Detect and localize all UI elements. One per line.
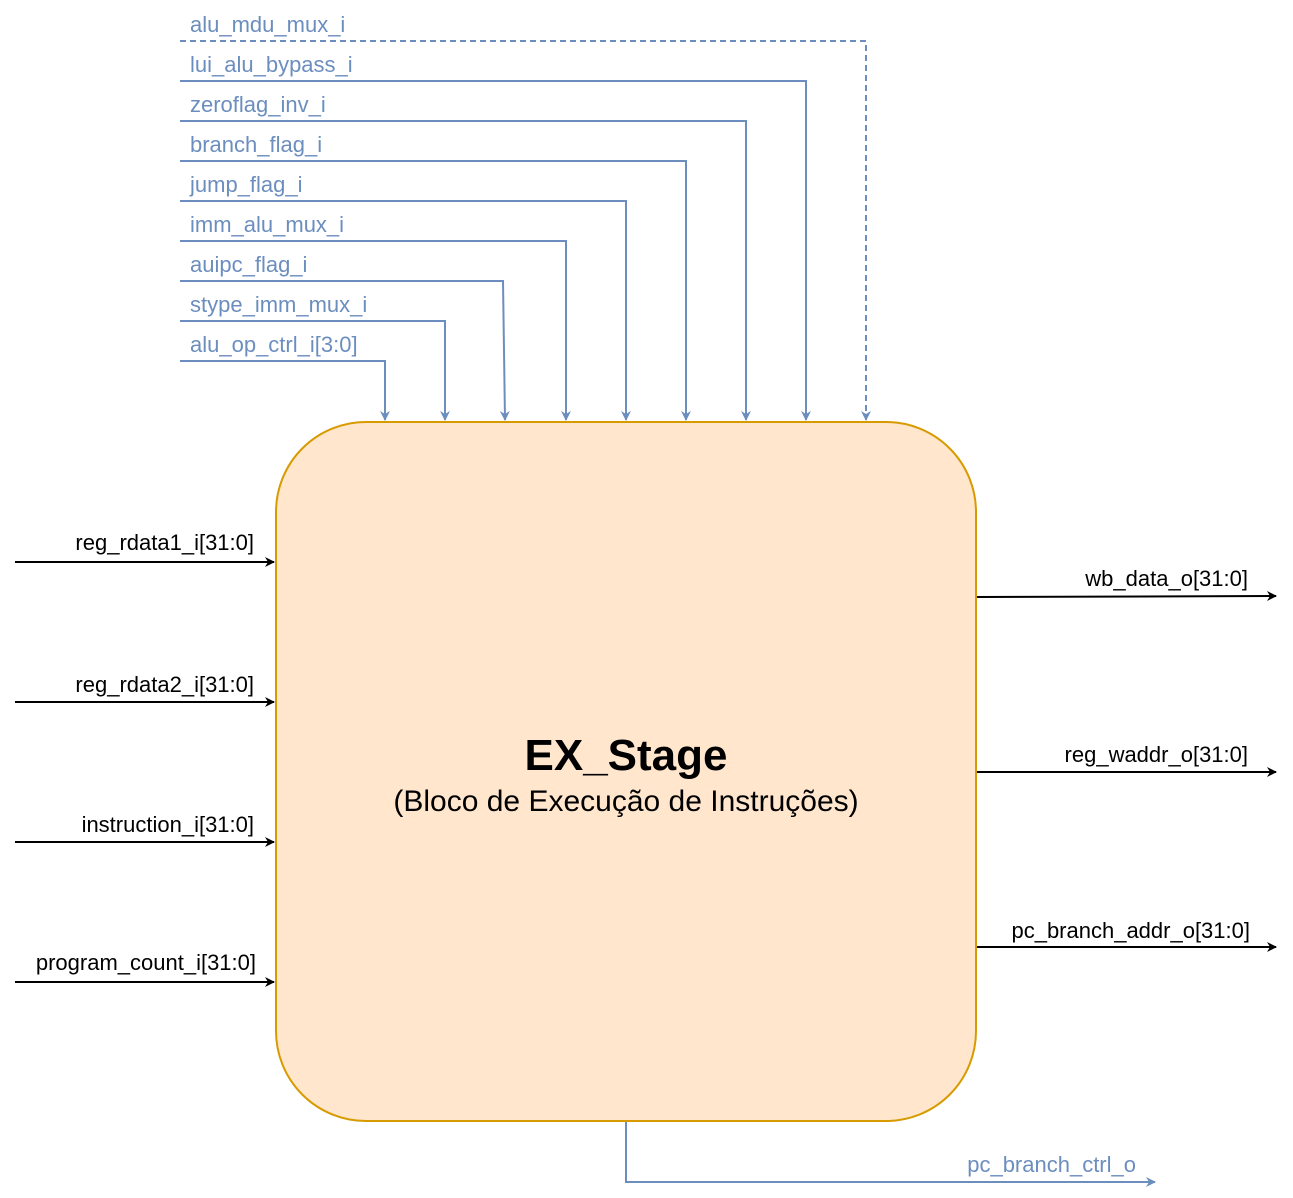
control-wire-branch-flag xyxy=(180,160,691,421)
ex-stage-block xyxy=(275,421,977,1122)
control-label-auipc-flag: auipc_flag_i xyxy=(190,252,307,277)
control-wire-lui-alu-bypass xyxy=(180,80,811,421)
control-inputs: alu_op_ctrl_i[3:0] stype_imm_mux_i auipc… xyxy=(180,12,871,421)
data-label-pc-branch-addr: pc_branch_addr_o[31:0] xyxy=(1011,918,1250,943)
control-label-stype-imm-mux: stype_imm_mux_i xyxy=(190,292,367,317)
control-wire-stype-imm-mux xyxy=(180,320,450,421)
control-label-branch-flag: branch_flag_i xyxy=(190,132,322,157)
data-label-reg-rdata2: reg_rdata2_i[31:0] xyxy=(75,672,254,697)
control-label-lui-alu-bypass: lui_alu_bypass_i xyxy=(190,52,353,77)
control-label-pc-branch-ctrl: pc_branch_ctrl_o xyxy=(967,1152,1136,1177)
data-label-wb-data: wb_data_o[31:0] xyxy=(1084,566,1248,591)
block-subtitle: (Bloco de Execução de Instruções) xyxy=(393,785,858,818)
control-wire-zeroflag-inv xyxy=(180,120,751,421)
data-label-program-count: program_count_i[31:0] xyxy=(36,950,256,975)
data-label-reg-waddr: reg_waddr_o[31:0] xyxy=(1065,742,1248,767)
control-wire-auipc-flag xyxy=(180,280,510,421)
block-title: EX_Stage xyxy=(525,731,728,780)
control-label-alu-op-ctrl: alu_op_ctrl_i[3:0] xyxy=(190,332,358,357)
control-outputs: pc_branch_ctrl_o xyxy=(625,1122,1156,1187)
control-label-imm-alu-mux: imm_alu_mux_i xyxy=(190,212,344,237)
control-wire-pc-branch-ctrl xyxy=(625,1122,1156,1187)
control-wire-imm-alu-mux xyxy=(180,240,571,421)
control-label-alu-mdu-mux: alu_mdu_mux_i xyxy=(190,12,345,37)
control-wire-alu-op-ctrl xyxy=(180,360,390,421)
data-wire-wb-data xyxy=(976,591,1277,602)
control-wire-alu-mdu-mux xyxy=(180,40,871,421)
control-label-zeroflag-inv: zeroflag_inv_i xyxy=(190,92,326,117)
control-label-jump-flag: jump_flag_i xyxy=(189,172,303,197)
data-inputs: reg_rdata1_i[31:0] reg_rdata2_i[31:0] in… xyxy=(15,530,275,987)
control-wire-jump-flag xyxy=(180,200,631,421)
data-label-reg-rdata1: reg_rdata1_i[31:0] xyxy=(75,530,254,555)
data-label-instruction: instruction_i[31:0] xyxy=(82,812,254,837)
data-outputs: wb_data_o[31:0] reg_waddr_o[31:0] pc_bra… xyxy=(976,566,1277,952)
